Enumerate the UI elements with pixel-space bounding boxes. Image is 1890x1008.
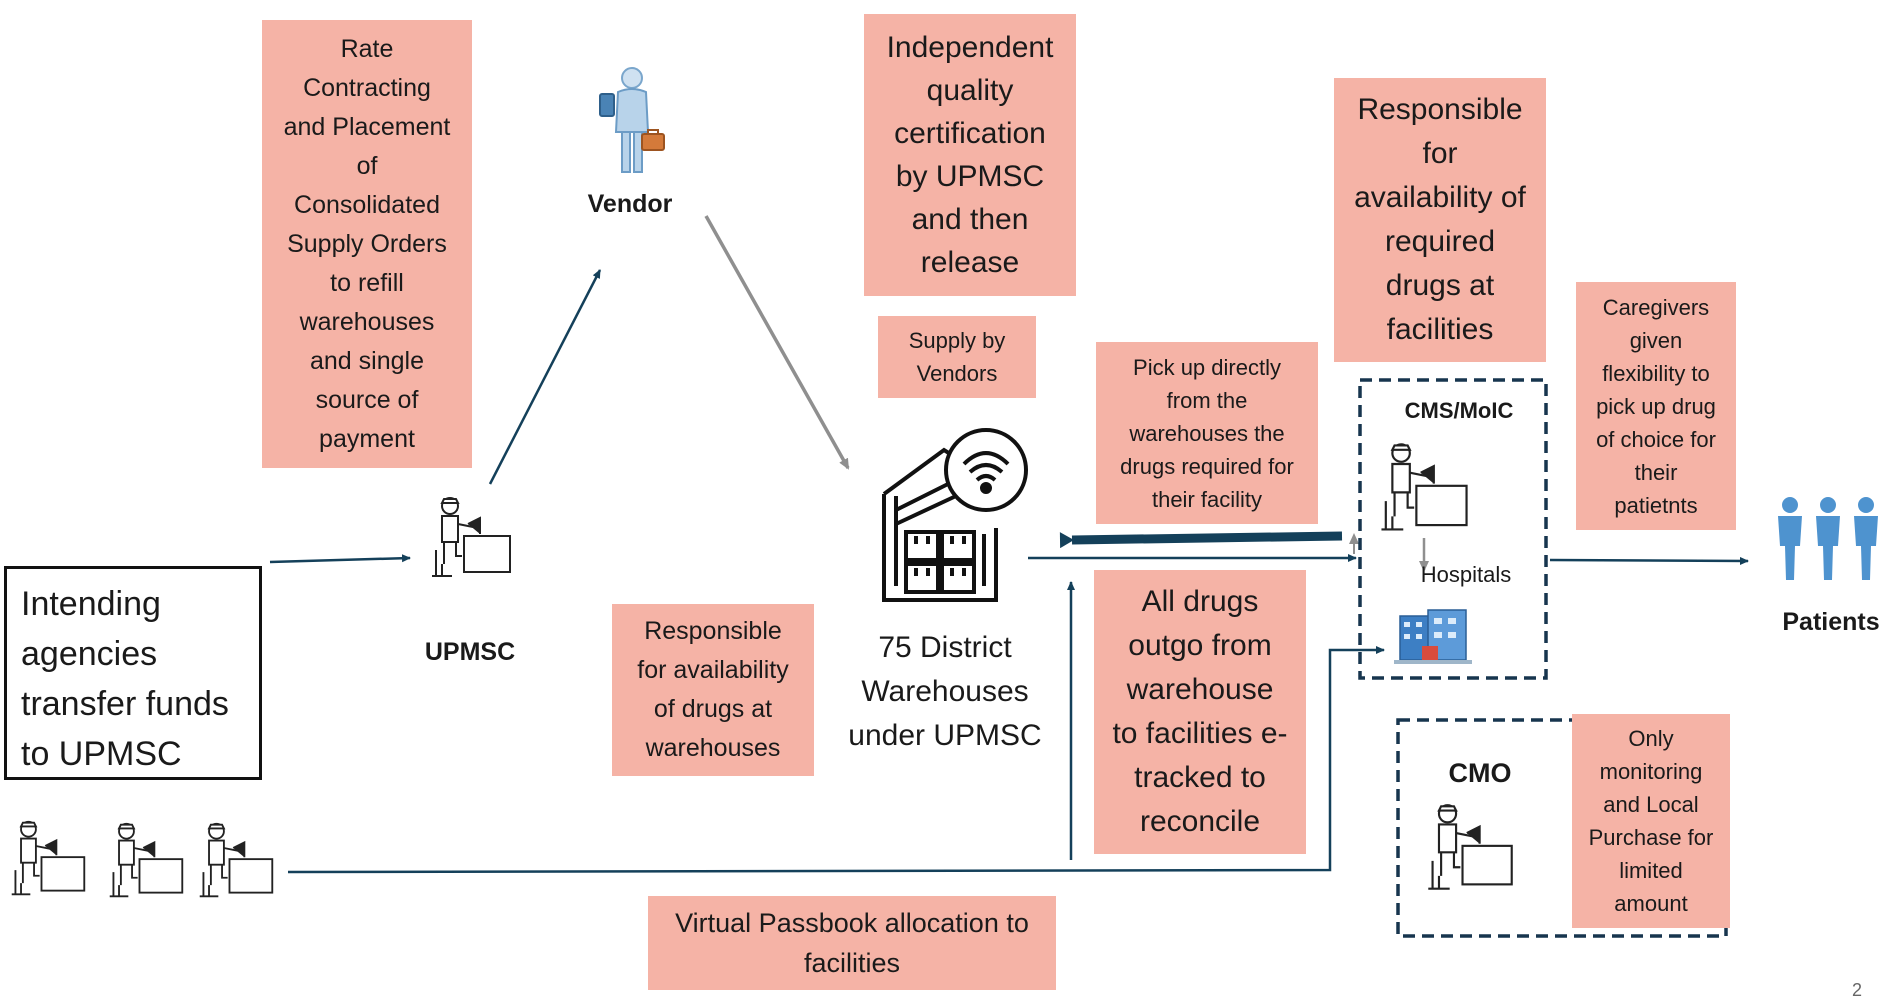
cms-moic-container: [1358, 378, 1548, 680]
note-all-drugs-outgo: All drugs outgo from warehouse to facili…: [1094, 570, 1306, 854]
arrow-pickup-to-warehouse: [1059, 531, 1343, 549]
smart-warehouse-wifi-icon: [882, 428, 1028, 602]
arrow-agencies-to-upmsc: [269, 554, 411, 564]
intending-agencies-box: Intending agencies transfer funds to UPM…: [4, 566, 262, 780]
note-caregivers: Caregivers given flexibility to pick up …: [1576, 282, 1736, 530]
cms-moic-label: CMS/MoIC: [1404, 398, 1514, 423]
note-pick-up-directly: Pick up directly from the warehouses the…: [1096, 342, 1318, 524]
arrow-upmsc-to-vendor: [488, 269, 602, 485]
note-virtual-passbook: Virtual Passbook allocation to facilitie…: [648, 896, 1056, 990]
arrow-vendor-to-warehouse: [704, 215, 850, 470]
note-responsible-facilities: Responsible for availability of required…: [1334, 78, 1546, 362]
hospital-building-icon: [1394, 609, 1472, 664]
warehouses-label: 75 District Warehouses under UPMSC: [848, 631, 1042, 752]
line-passbook-flow: [287, 646, 1385, 874]
desk-worker-icon: [11, 820, 86, 896]
note-rate-contracting: Rate Contracting and Placement of Consol…: [262, 20, 472, 468]
cmo-container: [1396, 718, 1728, 938]
upmsc-label: UPMSC: [424, 638, 516, 666]
arrow-cms-to-patients: [1549, 556, 1749, 565]
note-supply-by-vendors: Supply by Vendors: [878, 316, 1036, 398]
page-number: 2: [1851, 980, 1862, 1000]
cmo-label: CMO: [1448, 758, 1512, 788]
desk-worker-icon: [109, 822, 184, 898]
vendor-label: Vendor: [587, 190, 673, 218]
hospitals-label: Hospitals: [1420, 562, 1512, 587]
note-quality-certification: Independent quality certification by UPM…: [864, 14, 1076, 296]
note-only-monitoring: Only monitoring and Local Purchase for l…: [1572, 714, 1730, 928]
businessman-with-tablet-icon: [599, 67, 665, 173]
desk-worker-icon: [1381, 443, 1468, 531]
desk-worker-icon: [1428, 804, 1513, 890]
patients-label: Patients: [1782, 608, 1880, 636]
desk-worker-icon: [432, 497, 511, 577]
note-responsible-warehouses: Responsible for availability of drugs at…: [612, 604, 814, 776]
people-group-icon: [1778, 497, 1878, 580]
desk-worker-icon: [199, 822, 274, 898]
